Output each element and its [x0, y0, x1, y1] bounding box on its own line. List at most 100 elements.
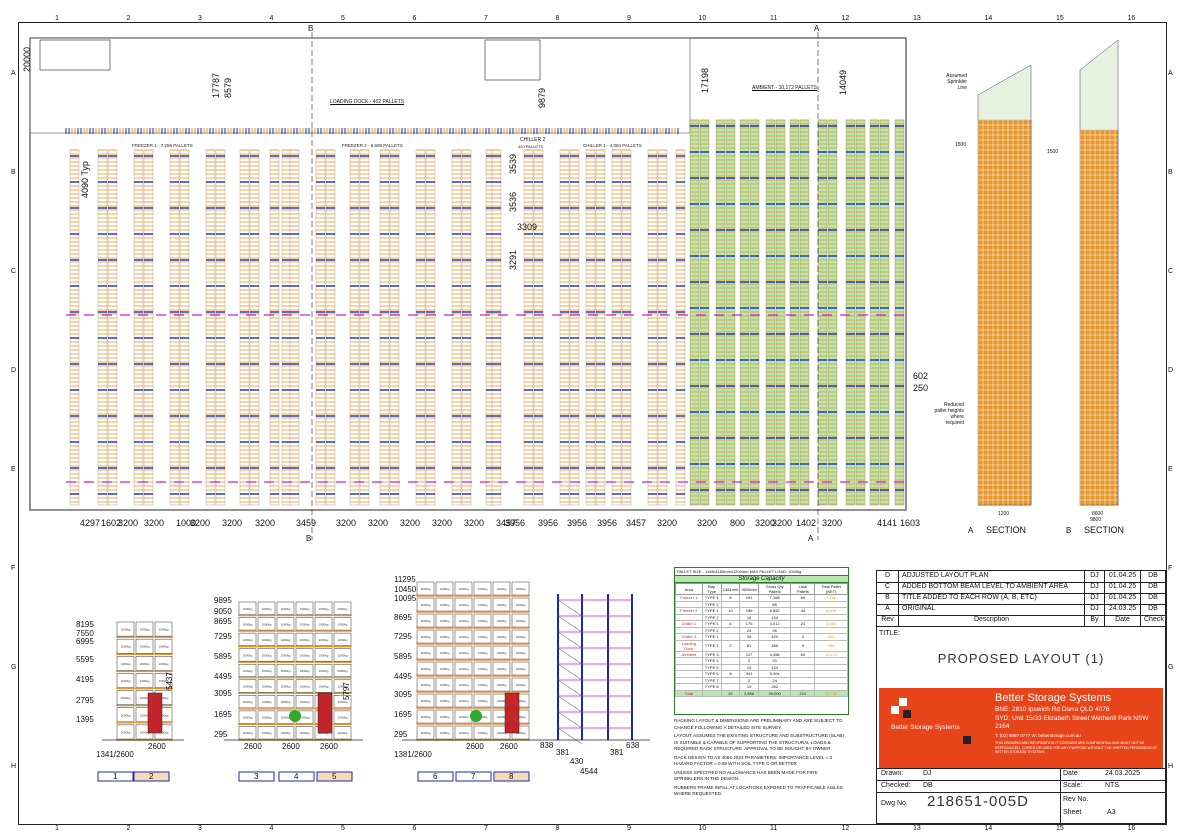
rack-row-ambient	[739, 119, 750, 506]
pallet-cell-label: 1000kg	[159, 713, 169, 717]
pallet-cell	[454, 581, 473, 596]
pallet-cell	[257, 601, 276, 615]
grid-col-number: 7	[484, 825, 488, 832]
section-b-dim-bottom-2: 9800	[1090, 517, 1102, 523]
pallet-cell-label: 1000kg	[243, 685, 253, 689]
pallet-cell-label: 1000kg	[121, 645, 131, 649]
pallet-cell	[454, 613, 473, 628]
pallet-cell-label: 1000kg	[421, 619, 431, 623]
pallet-cell	[116, 621, 135, 637]
bay-plan	[455, 771, 492, 782]
pallet-cell-label: 1000kg	[281, 700, 291, 704]
grid-col-number: 13	[913, 825, 921, 832]
revision-desc: ADJUSTED LAYOUT PLAN	[899, 571, 1085, 582]
pallet-cell-label: 1000kg	[159, 679, 169, 683]
capacity-cell: 0	[790, 639, 816, 652]
pallet-cell	[333, 632, 352, 646]
pallet-cell	[154, 621, 173, 637]
pallet-cell	[333, 663, 352, 678]
pallet-cell	[416, 709, 435, 724]
pallet-cell	[276, 601, 295, 615]
grid-row-letter: G	[11, 664, 17, 671]
pallet-cell-label: 1000kg	[338, 622, 348, 626]
pallet-cell-label: 1000kg	[478, 603, 488, 607]
rack-row-freezer	[461, 149, 472, 506]
dwgno-label: Dwg No.	[881, 800, 908, 807]
bay-plan	[133, 771, 170, 782]
capacity-cell: 2	[720, 639, 741, 652]
elevation-height: 9050	[214, 607, 232, 616]
revision-header-by: By	[1085, 615, 1105, 626]
bottom-dimension: 3200	[255, 518, 276, 528]
bottom-dimension: 4141	[877, 518, 898, 528]
pallet-cell-label: 1000kg	[338, 669, 348, 673]
pallet-cell	[511, 597, 530, 612]
pallet-cell	[492, 613, 511, 628]
pallet-cell-label: 1000kg	[497, 683, 507, 687]
pallet-cell-label: 1000kg	[459, 731, 469, 735]
pallet-cell-label: 1000kg	[440, 587, 450, 591]
scale-value: NTS	[1105, 782, 1119, 789]
pallet-cell	[333, 726, 352, 740]
pallet-cell-label: 1000kg	[243, 731, 253, 735]
pallet-cell-label: 1000kg	[281, 731, 291, 735]
pallet-cell	[238, 617, 257, 631]
pallet-cell-label: 1000kg	[281, 685, 291, 689]
chiller1-label: CHILLER 1 - 4,084 PALLETS	[583, 143, 642, 148]
section-b-view	[1079, 39, 1119, 506]
bay-plan	[278, 771, 315, 782]
pallet-cell	[492, 677, 511, 692]
pallet-cell-label: 1000kg	[243, 700, 253, 704]
revision-desc: ORIGINAL	[899, 604, 1085, 615]
pallet-cell-label: 1000kg	[140, 662, 150, 666]
elevation-height: 5895	[394, 652, 412, 661]
pallet-cell	[454, 661, 473, 676]
rack-row-freezer	[107, 149, 118, 506]
bay-number: 1	[113, 772, 118, 781]
pallet-cell	[135, 673, 154, 688]
rack-row-ambient	[749, 119, 760, 506]
rack-row-ambient	[715, 119, 726, 506]
date-label: Date	[1063, 770, 1078, 777]
pallet-cell	[435, 661, 454, 676]
bay-plan	[316, 771, 353, 782]
elev1-dim2: 2600	[148, 742, 166, 751]
pallet-cell-label: 1000kg	[459, 699, 469, 703]
pallet-cell-label: 1000kg	[497, 731, 507, 735]
pallet-cell	[435, 597, 454, 612]
pallet-cell-label: 1000kg	[421, 603, 431, 607]
pallet-cell	[473, 677, 492, 692]
rack-row-freezer	[349, 149, 360, 506]
pallet-cell-label: 1000kg	[121, 713, 131, 717]
pallet-cell-label: 1000kg	[262, 716, 272, 720]
pallet-cell	[473, 613, 492, 628]
pallet-cell	[435, 709, 454, 724]
chiller2-pallets: 420 PALLETS	[518, 144, 544, 149]
rack-row-freezer	[205, 149, 216, 506]
company-banner: Better Storage Systems Better Storage Sy…	[879, 688, 1163, 768]
pallet-cell-label: 1000kg	[497, 651, 507, 655]
loading-dock-label: LOADING DOCK - 402 PALLETS	[330, 99, 405, 105]
rack-row-freezer	[451, 149, 462, 506]
pallet-size-line: PALLET SIZE - 1165x1165mmx1200mm MAX PAL…	[675, 568, 848, 576]
pallet-cell-label: 1000kg	[440, 683, 450, 687]
grid-col-number: 3	[198, 15, 202, 22]
company-name: Better Storage Systems	[995, 692, 1112, 704]
pallet-cell-label: 1000kg	[262, 653, 272, 657]
pallet-cell	[473, 629, 492, 644]
pallet-cell-label: 1000kg	[121, 696, 131, 700]
rack-row-freezer	[97, 149, 108, 506]
pallet-cell-label: 1000kg	[281, 638, 291, 642]
rack-row-ambient	[725, 119, 736, 506]
grid-col-number: 4	[269, 825, 274, 832]
pallet-cell	[435, 693, 454, 708]
checked-value: DB	[923, 782, 933, 789]
grid-col-number: 14	[984, 15, 993, 22]
bottom-dimension: 3200	[822, 518, 843, 528]
pallet-cell-label: 1000kg	[440, 731, 450, 735]
dim-9879: 9879	[537, 87, 547, 108]
